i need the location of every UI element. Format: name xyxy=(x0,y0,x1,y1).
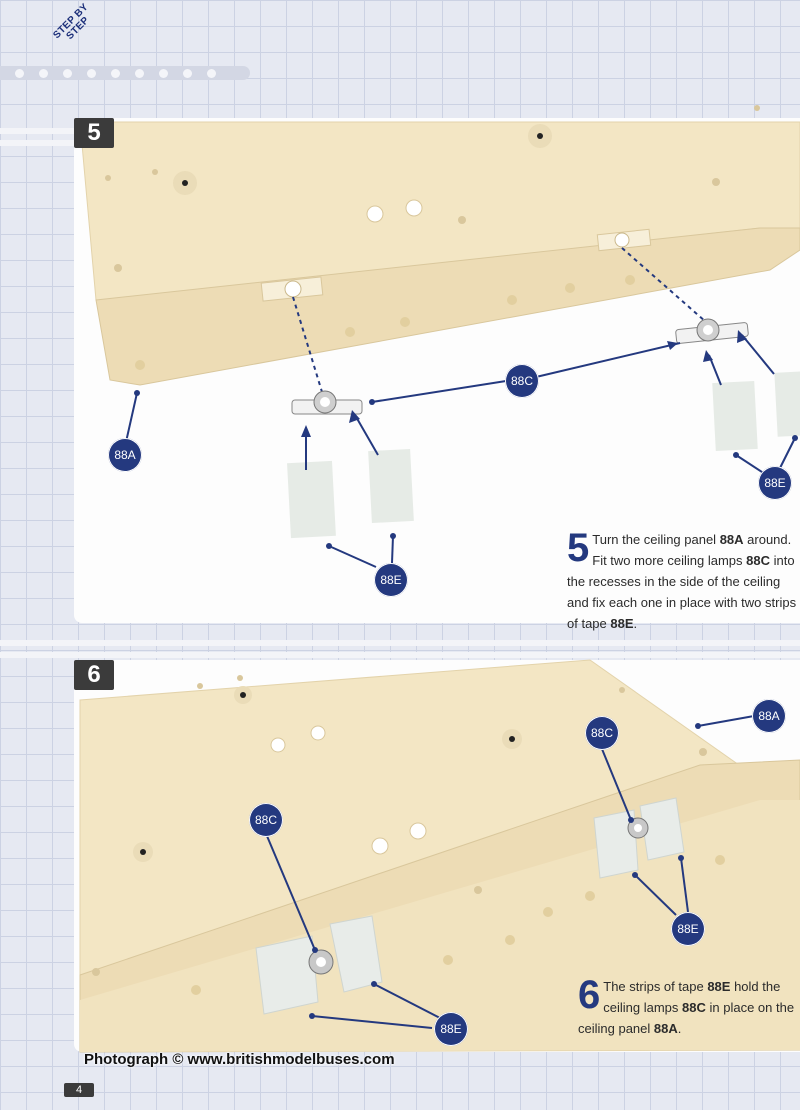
background-stripe xyxy=(0,640,800,646)
callout-88e: 88E xyxy=(374,563,408,597)
callout-88e: 88E xyxy=(434,1012,468,1046)
part-ref: 88A xyxy=(653,1021,678,1036)
callout-88c: 88C xyxy=(249,803,283,837)
instruction-text: hold the ceiling lamps xyxy=(603,979,781,1015)
callout-88a: 88A xyxy=(108,438,142,472)
instruction-text: into the recesses in the side of the cei… xyxy=(567,553,797,631)
dot xyxy=(87,68,96,78)
part-ref: 88E xyxy=(707,979,731,994)
step-5-number: 5 xyxy=(74,118,114,148)
dot xyxy=(63,68,72,78)
part-ref: 88A xyxy=(719,532,744,547)
instruction-text: around. Fit two more ceiling lamps xyxy=(592,532,792,568)
instruction-text: Turn the ceiling panel xyxy=(592,532,720,547)
dot xyxy=(183,68,192,78)
dot xyxy=(159,68,168,78)
page-number: 4 xyxy=(64,1083,94,1097)
step-6-number: 6 xyxy=(74,660,114,690)
instruction-text: in place on the ceiling panel xyxy=(578,1000,795,1036)
part-ref: 88C xyxy=(746,553,770,568)
dot xyxy=(15,68,24,78)
dot xyxy=(111,68,120,78)
photo-credit: Photograph © www.britishmodelbuses.com xyxy=(84,1051,395,1068)
instruction-drop-number: 5 xyxy=(567,526,590,570)
callout-88c: 88C xyxy=(505,364,539,398)
instruction-text: . xyxy=(633,616,638,631)
dot xyxy=(39,68,48,78)
instruction-drop-number: 6 xyxy=(578,973,601,1017)
dot xyxy=(207,68,216,78)
background-stripe xyxy=(0,652,800,658)
callout-88e: 88E xyxy=(671,912,705,946)
part-ref: 88E xyxy=(610,616,634,631)
callout-88a: 88A xyxy=(752,699,786,733)
callout-88c: 88C xyxy=(585,716,619,750)
dot-row xyxy=(0,66,250,80)
instruction-text: . xyxy=(677,1021,682,1036)
instruction-text: The strips of tape xyxy=(603,979,708,994)
callout-88e: 88E xyxy=(758,466,792,500)
dot xyxy=(135,68,144,78)
part-ref: 88C xyxy=(682,1000,706,1015)
